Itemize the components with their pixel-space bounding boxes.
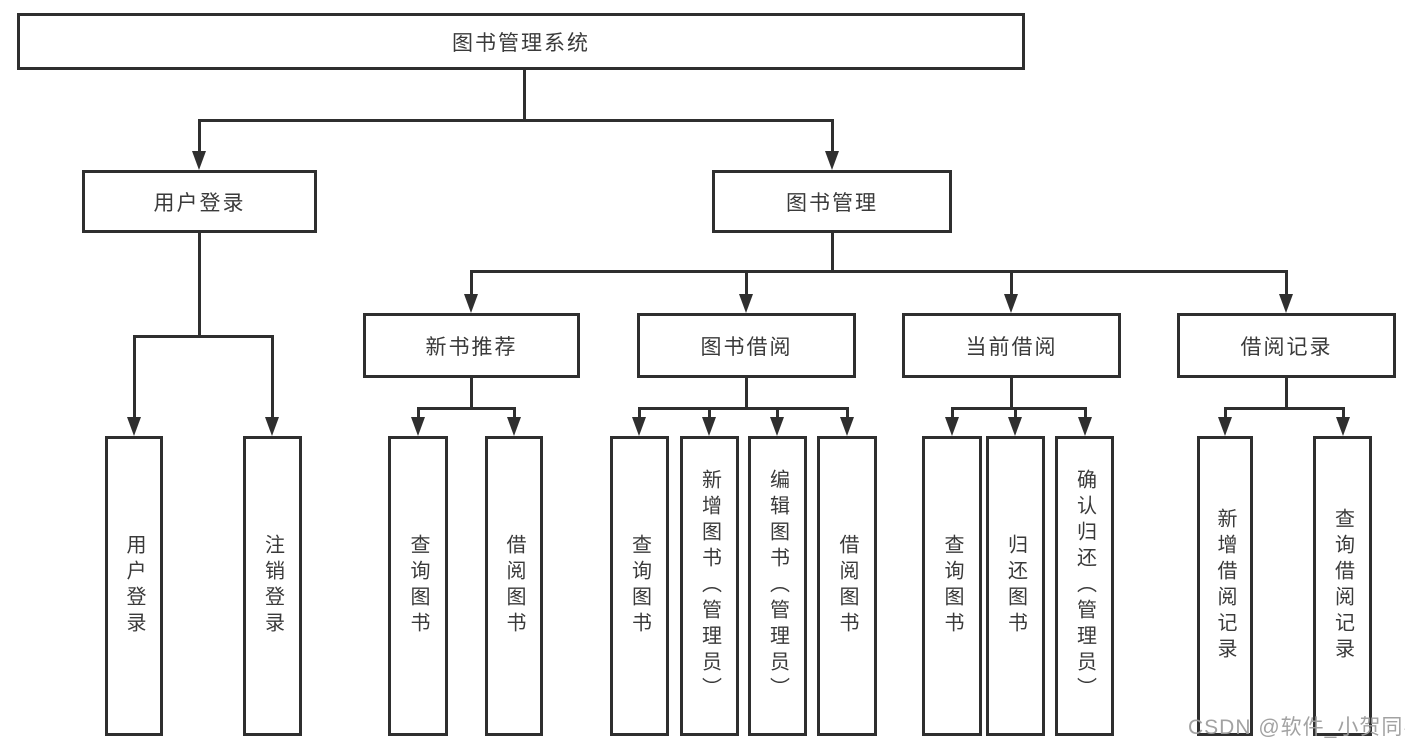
arrow-down-icon xyxy=(464,294,478,313)
connector-line xyxy=(951,407,1087,410)
leaf-bb-add-book-admin-label: 新增图书（管理员） xyxy=(698,469,721,703)
arrow-down-icon xyxy=(411,417,425,436)
leaf-bb-add-book-admin: 新增图书（管理员） xyxy=(680,436,739,736)
node-borrow-records: 借阅记录 xyxy=(1177,313,1396,378)
node-new-book-recommend: 新书推荐 xyxy=(363,313,580,378)
arrow-down-icon xyxy=(739,294,753,313)
arrow-down-icon xyxy=(702,417,716,436)
leaf-bb-edit-book-admin-label: 编辑图书（管理员） xyxy=(766,469,789,703)
leaf-cb-confirm-return-admin: 确认归还（管理员） xyxy=(1055,436,1114,736)
connector-line xyxy=(1224,407,1344,410)
arrow-down-icon xyxy=(1218,417,1232,436)
connector-line xyxy=(1010,378,1013,410)
connector-line xyxy=(198,119,201,153)
leaf-bb-borrow-book: 借阅图书 xyxy=(817,436,877,736)
connector-line xyxy=(417,407,420,419)
leaf-br-query-record: 查询借阅记录 xyxy=(1313,436,1372,736)
arrow-down-icon xyxy=(770,417,784,436)
arrow-down-icon xyxy=(840,417,854,436)
leaf-logout: 注销登录 xyxy=(243,436,302,736)
arrow-down-icon xyxy=(1078,417,1092,436)
connector-line xyxy=(271,335,274,418)
leaf-user-login: 用户登录 xyxy=(105,436,163,736)
leaf-nbr-borrow-book: 借阅图书 xyxy=(485,436,543,736)
leaf-user-login-label: 用户登录 xyxy=(123,534,145,638)
connector-line xyxy=(708,407,711,419)
arrow-down-icon xyxy=(127,417,141,436)
connector-line xyxy=(745,270,748,296)
connector-line xyxy=(198,119,834,122)
leaf-bb-borrow-book-label: 借阅图书 xyxy=(836,534,858,638)
leaf-logout-label: 注销登录 xyxy=(261,534,284,638)
connector-line xyxy=(1014,407,1017,419)
arrow-down-icon xyxy=(1004,294,1018,313)
connector-line xyxy=(1285,378,1288,410)
connector-line xyxy=(470,270,473,296)
leaf-cb-return-book: 归还图书 xyxy=(986,436,1045,736)
connector-line xyxy=(1342,407,1345,419)
arrow-down-icon xyxy=(1279,294,1293,313)
node-user-login-group: 用户登录 xyxy=(82,170,317,233)
arrow-down-icon xyxy=(1336,417,1350,436)
leaf-br-add-record: 新增借阅记录 xyxy=(1197,436,1253,736)
arrow-down-icon xyxy=(192,151,206,170)
node-user-login-group-label: 用户登录 xyxy=(153,191,246,215)
connector-line xyxy=(198,233,201,337)
node-current-borrow: 当前借阅 xyxy=(902,313,1121,378)
connector-line xyxy=(513,407,516,419)
connector-line xyxy=(745,378,748,410)
connector-line xyxy=(1224,407,1227,419)
connector-line xyxy=(523,70,526,119)
connector-line xyxy=(417,407,516,410)
node-current-borrow-label: 当前借阅 xyxy=(965,335,1058,359)
node-borrow-records-label: 借阅记录 xyxy=(1240,335,1333,359)
connector-line xyxy=(846,407,849,419)
arrow-down-icon xyxy=(632,417,646,436)
connector-line xyxy=(638,407,641,419)
connector-line xyxy=(133,335,136,418)
csdn-watermark: CSDN @软件_小贺同学 xyxy=(1188,716,1405,739)
arrow-down-icon xyxy=(945,417,959,436)
leaf-bb-query-book-label: 查询图书 xyxy=(628,534,651,638)
connector-line xyxy=(470,378,473,410)
connector-line xyxy=(831,119,834,153)
leaf-nbr-query-book-label: 查询图书 xyxy=(407,534,429,638)
leaf-cb-query-book: 查询图书 xyxy=(922,436,982,736)
arrow-down-icon xyxy=(265,417,279,436)
leaf-cb-query-book-label: 查询图书 xyxy=(941,534,963,638)
node-book-management: 图书管理 xyxy=(712,170,952,233)
leaf-bb-query-book: 查询图书 xyxy=(610,436,669,736)
connector-line xyxy=(776,407,779,419)
arrow-down-icon xyxy=(507,417,521,436)
leaf-cb-confirm-return-admin-label: 确认归还（管理员） xyxy=(1073,469,1096,703)
node-book-management-label: 图书管理 xyxy=(786,191,878,215)
connector-line xyxy=(951,407,954,419)
arrow-down-icon xyxy=(1008,417,1022,436)
connector-line xyxy=(133,335,274,338)
leaf-br-query-record-label: 查询借阅记录 xyxy=(1331,508,1354,664)
connector-line xyxy=(1084,407,1087,419)
leaf-cb-return-book-label: 归还图书 xyxy=(1004,534,1027,638)
node-book-borrow: 图书借阅 xyxy=(637,313,856,378)
connector-line xyxy=(638,407,849,410)
leaf-br-add-record-label: 新增借阅记录 xyxy=(1214,508,1236,664)
connector-line xyxy=(831,233,834,272)
connector-line xyxy=(1010,270,1013,296)
node-new-book-recommend-label: 新书推荐 xyxy=(425,335,518,359)
connector-line xyxy=(1285,270,1288,296)
node-book-borrow-label: 图书借阅 xyxy=(700,335,793,359)
leaf-nbr-query-book: 查询图书 xyxy=(388,436,448,736)
arrow-down-icon xyxy=(825,151,839,170)
leaf-bb-edit-book-admin: 编辑图书（管理员） xyxy=(748,436,807,736)
connector-line xyxy=(470,270,1288,273)
node-root-label: 图书管理系统 xyxy=(452,31,590,55)
node-root: 图书管理系统 xyxy=(17,13,1025,70)
leaf-nbr-borrow-book-label: 借阅图书 xyxy=(503,534,525,638)
